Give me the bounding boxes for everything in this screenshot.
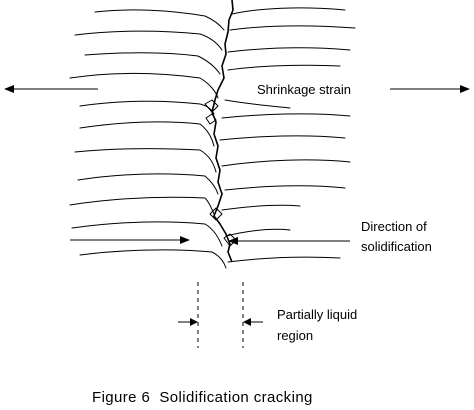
central-crack bbox=[211, 0, 234, 263]
partially-liquid-label-line1: Partially liquid bbox=[277, 307, 357, 322]
left-grain-boundaries bbox=[69, 9, 227, 269]
left-solidification-arrow bbox=[70, 236, 190, 244]
figure-caption: Figure 6 Solidification cracking bbox=[92, 389, 313, 406]
partially-liquid-label-line2: region bbox=[277, 328, 313, 343]
right-grain-boundaries bbox=[219, 7, 356, 263]
direction-label-line2: solidification bbox=[361, 239, 432, 254]
direction-label-line1: Direction of bbox=[361, 219, 427, 234]
right-solidification-arrow bbox=[228, 237, 350, 245]
shrinkage-strain-label: Shrinkage strain bbox=[257, 82, 351, 97]
right-shrinkage-arrow bbox=[390, 85, 470, 93]
region-width-arrows bbox=[178, 318, 263, 326]
left-shrinkage-arrow bbox=[4, 85, 98, 93]
